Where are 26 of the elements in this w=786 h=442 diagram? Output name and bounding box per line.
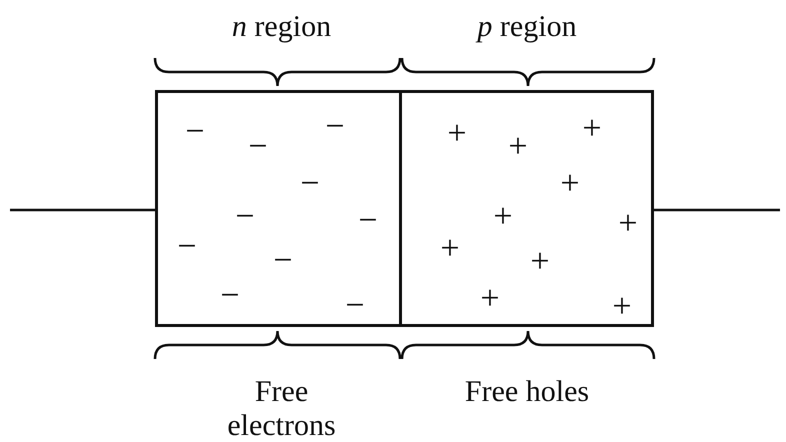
charge-sign: − bbox=[219, 279, 241, 313]
region-label: p region bbox=[474, 11, 578, 43]
charge-sign: − bbox=[344, 289, 366, 323]
region-label: n region bbox=[230, 11, 332, 43]
charge-sign: − bbox=[272, 244, 294, 278]
charge-sign: + bbox=[492, 200, 514, 234]
lead-wire bbox=[654, 208, 780, 212]
charge-sign: + bbox=[559, 167, 581, 201]
charge-sign: + bbox=[581, 112, 603, 146]
charge-sign: − bbox=[176, 230, 198, 264]
charge-sign: − bbox=[299, 167, 321, 201]
charge-sign: + bbox=[446, 117, 468, 151]
carrier-label: Free electrons bbox=[226, 375, 337, 442]
charge-sign: + bbox=[617, 207, 639, 241]
carrier-label: Free holes bbox=[464, 375, 590, 409]
charge-sign: − bbox=[247, 130, 269, 164]
charge-sign: − bbox=[324, 110, 346, 144]
lead-wire bbox=[10, 208, 155, 212]
charge-sign: + bbox=[439, 232, 461, 266]
charge-sign: + bbox=[529, 245, 551, 279]
charge-sign: − bbox=[234, 200, 256, 234]
charge-sign: + bbox=[479, 282, 501, 316]
charge-sign: − bbox=[357, 204, 379, 238]
charge-sign: + bbox=[507, 130, 529, 164]
charge-sign: − bbox=[184, 115, 206, 149]
charge-sign: + bbox=[611, 290, 633, 324]
